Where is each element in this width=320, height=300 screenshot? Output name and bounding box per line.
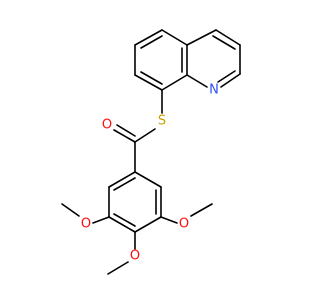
sulfur-atom-label: S (158, 114, 166, 129)
bond (113, 129, 136, 143)
bond (108, 216, 136, 233)
bond (217, 70, 236, 83)
bond (134, 128, 156, 143)
bond (92, 216, 110, 224)
bond-layer (61, 29, 241, 275)
bond (134, 171, 162, 188)
structure-canvas: N S O O O O (61, 29, 241, 275)
bond (161, 74, 188, 91)
methoxy-oxygen-right-label: O (179, 217, 189, 232)
bond (61, 203, 80, 217)
bond (113, 213, 136, 227)
bond (107, 261, 129, 275)
bond (190, 203, 213, 217)
bond (186, 29, 217, 46)
bond (212, 35, 236, 50)
bond (220, 73, 241, 88)
bond (140, 71, 163, 85)
bond (108, 171, 136, 188)
bond (134, 29, 163, 46)
bond (160, 216, 178, 224)
bond (116, 124, 136, 137)
bond (134, 216, 162, 233)
molecule-diagram: N S O O O O (61, 29, 241, 275)
carbonyl-oxygen-label: O (102, 118, 112, 133)
bond (140, 35, 163, 49)
methoxy-oxygen-bottom-label: O (130, 249, 140, 264)
nitrogen-atom-label: N (209, 83, 219, 98)
bond (161, 29, 188, 46)
bond (215, 29, 241, 46)
atom-label-layer: N S O O O O (81, 83, 219, 264)
methoxy-oxygen-left-label: O (81, 217, 91, 232)
bond (113, 177, 136, 191)
bond (186, 74, 208, 88)
bond (134, 74, 163, 91)
